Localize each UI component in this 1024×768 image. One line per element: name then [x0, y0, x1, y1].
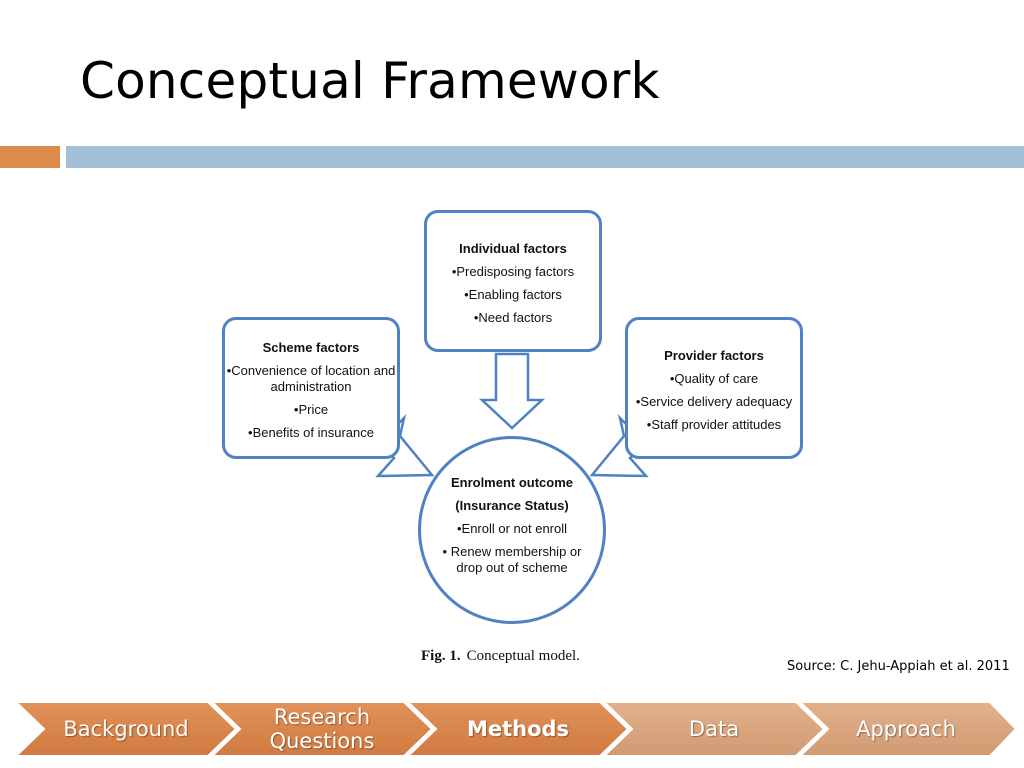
- individual-factor-item: •Need factors: [473, 310, 553, 325]
- chevron-methods: [405, 701, 630, 757]
- figure-caption-text: Conceptual model.: [466, 648, 580, 664]
- chevron-data: [601, 701, 826, 757]
- chevron-background: [13, 701, 238, 757]
- slide-title: Conceptual Framework: [80, 52, 660, 110]
- enrolment-outcome-header: Enrolment outcome: [450, 475, 574, 490]
- scheme-factors-header: Scheme factors: [262, 340, 360, 355]
- individual-factors-header: Individual factors: [459, 241, 567, 256]
- nav-step-approach[interactable]: Approach: [856, 717, 956, 741]
- chevron-research-questions: [209, 701, 434, 757]
- nav-step-data[interactable]: Data: [688, 717, 740, 741]
- enrolment-outcome-subheader: (Insurance Status): [455, 498, 569, 513]
- chevron-navigation: Background Research Questions Methods Da…: [0, 700, 1024, 758]
- enrolment-outcome-circle: Enrolment outcome (Insurance Status) •En…: [418, 436, 606, 624]
- scheme-factor-item: •Benefits of insurance: [248, 425, 374, 440]
- provider-factors-header: Provider factors: [664, 348, 764, 363]
- enrolment-outcome-item: • Renew membership or drop out of scheme: [442, 544, 582, 575]
- nav-step-research-questions[interactable]: Research Questions: [269, 705, 375, 753]
- arrow-down: [478, 352, 546, 430]
- accent-bar-blue: [66, 146, 1024, 168]
- chevron-approach: [797, 701, 1018, 757]
- chevron-shapes: [13, 701, 1018, 757]
- scheme-factor-item: •Convenience of location and administrat…: [226, 363, 396, 394]
- nav-step-methods[interactable]: Methods: [466, 717, 570, 741]
- figure-caption-label: Fig. 1.: [421, 648, 461, 664]
- figure-caption: Fig. 1. Conceptual model.: [421, 648, 580, 665]
- individual-factor-item: •Enabling factors: [464, 287, 562, 302]
- source-note: Source: C. Jehu-Appiah et al. 2011: [787, 659, 1010, 674]
- provider-factor-item: •Staff provider attitudes: [646, 417, 782, 432]
- individual-factors-box: Individual factors •Predisposing factors…: [424, 210, 602, 352]
- scheme-factor-item: •Price: [293, 402, 329, 417]
- provider-factor-item: •Service delivery adequacy: [635, 394, 793, 409]
- provider-factors-box: Provider factors •Quality of care •Servi…: [625, 317, 803, 459]
- individual-factor-item: •Predisposing factors: [451, 264, 575, 279]
- accent-bar-orange: [0, 146, 60, 168]
- provider-factor-item: •Quality of care: [669, 371, 759, 386]
- scheme-factors-box: Scheme factors •Convenience of location …: [222, 317, 400, 459]
- nav-step-background[interactable]: Background: [63, 717, 189, 741]
- enrolment-outcome-item: •Enroll or not enroll: [456, 521, 568, 536]
